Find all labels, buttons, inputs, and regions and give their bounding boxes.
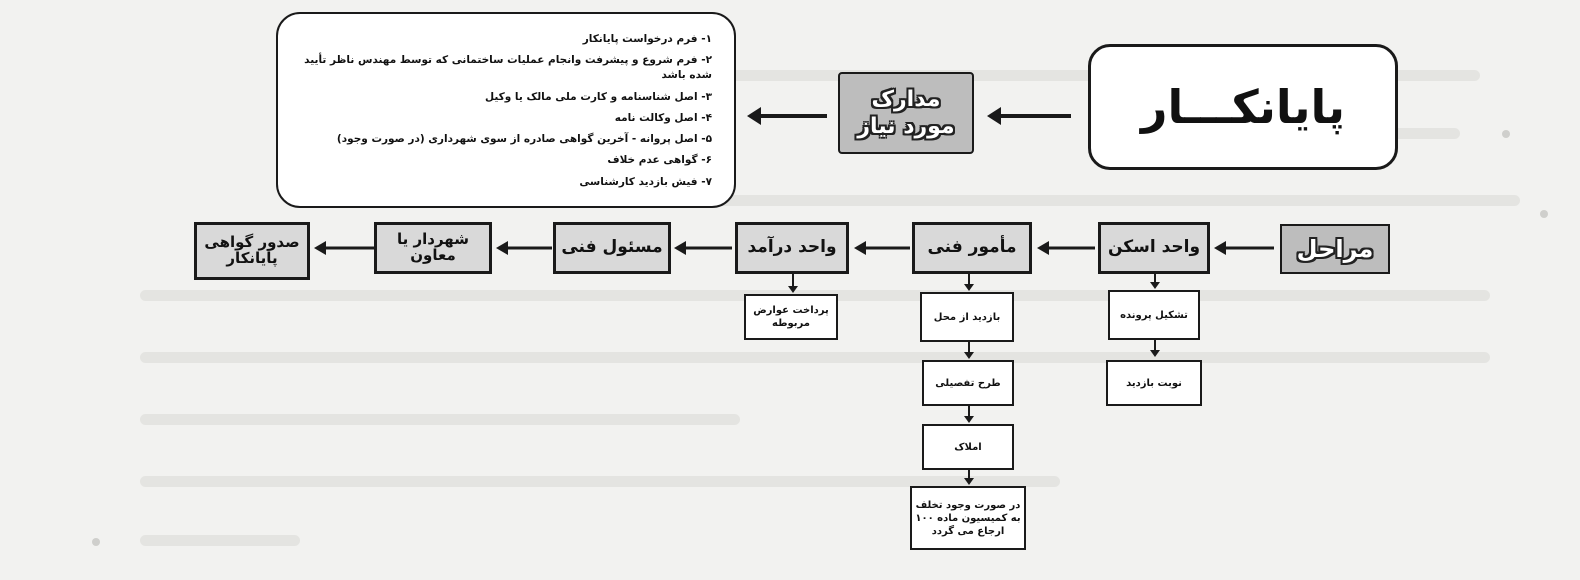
stages-label: مراحل <box>1296 235 1374 263</box>
arrow-stages-to-scan <box>1214 241 1274 255</box>
step-label: مأمور فنی <box>927 237 1017 258</box>
step-technical-officer: مأمور فنی <box>912 222 1032 274</box>
docs-label-box: مدارک مورد نیاز <box>838 72 974 154</box>
arrow-revenue-down <box>788 274 798 293</box>
step-revenue-unit: واحد درآمد <box>735 222 849 274</box>
substep-tech-site-visit: بازدید از محل <box>920 292 1014 342</box>
substep-tech-properties: املاک <box>922 424 1014 470</box>
document-item: ۷- فیش بازدید کارشناسی <box>579 175 712 188</box>
step-label: شهردار یا معاون <box>397 230 469 264</box>
substep-scan-visit-turn: نوبت بازدید <box>1106 360 1202 406</box>
substep-tech-detailed-plan: طرح تفصیلی <box>922 360 1014 406</box>
arrow-scan-to-tech <box>1037 241 1095 255</box>
step-mayor-or-deputy: شهردار یا معاون <box>374 222 492 274</box>
substep-scan-file: تشکیل پرونده <box>1108 290 1200 340</box>
step-label: صدور گواهی پایانکار <box>204 233 300 267</box>
step-technical-manager: مسئول فنی <box>553 222 671 274</box>
step-label: واحد اسکن <box>1107 237 1201 258</box>
documents-list-box: ۱- فرم درخواست پایانکار ۲- فرم شروع و پی… <box>276 12 736 208</box>
arrow-tech-down <box>964 274 974 291</box>
stages-label-box: مراحل <box>1280 224 1390 274</box>
document-item: ۴- اصل وکالت نامه <box>614 111 712 124</box>
arrow-revenue-to-technical-manager <box>674 241 732 255</box>
document-item: ۵- اصل پروانه - آخرین گواهی صادره از سوی… <box>336 133 712 146</box>
docs-label: مدارک مورد نیاز <box>857 86 955 140</box>
arrow-title-to-docs <box>987 107 1071 125</box>
arrow-tech-sub3-down <box>964 470 974 485</box>
arrow-manager-to-mayor <box>496 241 552 255</box>
substep-tech-violation-referral: در صورت وجود تخلف به کمیسیون ماده ۱۰۰ ار… <box>910 486 1026 550</box>
arrow-tech-sub1-down <box>964 342 974 359</box>
arrow-mayor-to-certificate <box>314 241 374 255</box>
document-item: ۳- اصل شناسنامه و کارت ملی مالک یا وکیل <box>484 90 712 103</box>
step-label: مسئول فنی <box>561 237 663 258</box>
step-label: واحد درآمد <box>747 237 837 258</box>
arrow-tech-to-revenue <box>854 241 910 255</box>
arrow-tech-sub2-down <box>964 406 974 423</box>
document-item: ۱- فرم درخواست پایانکار <box>582 33 712 45</box>
page-title: پایانکـــار <box>1140 80 1346 134</box>
arrow-scan-sub-down <box>1150 340 1160 357</box>
step-scan-unit: واحد اسکن <box>1098 222 1210 274</box>
arrow-label-to-list <box>747 107 827 125</box>
step-certificate-issuance: صدور گواهی پایانکار <box>194 222 310 280</box>
title-box: پایانکـــار <box>1088 44 1398 170</box>
documents-list: ۱- فرم درخواست پایانکار ۲- فرم شروع و پی… <box>278 14 734 206</box>
arrow-scan-down <box>1150 274 1160 289</box>
substep-revenue-payment: پرداخت عوارض مربوطه <box>744 294 838 340</box>
document-item: ۲- فرم شروع و پیشرفت وانجام عملیات ساختم… <box>304 54 712 82</box>
document-item: ۶- گواهی عدم خلاف <box>607 154 712 167</box>
